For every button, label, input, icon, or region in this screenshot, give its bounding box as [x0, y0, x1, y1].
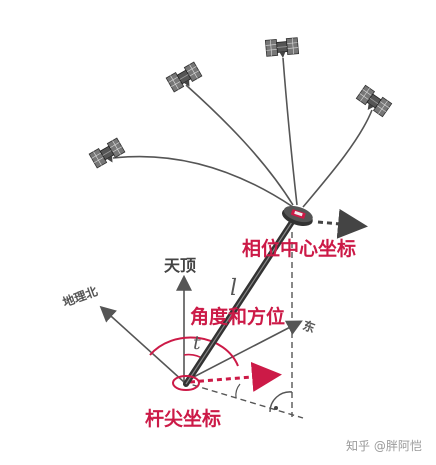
angle-azimuth-label: 角度和方位 — [190, 306, 286, 328]
ground-line — [182, 381, 304, 419]
east-axis — [183, 320, 303, 383]
phase-center-label: 相位中心坐标 — [242, 238, 357, 260]
tilt-label: t — [193, 332, 201, 354]
satellite-icon — [354, 84, 393, 120]
azimuth-arc — [149, 336, 239, 367]
pole-length-label: l — [230, 276, 238, 301]
zenith-label: 天顶 — [164, 256, 197, 275]
gnss-receiver-icon — [281, 205, 313, 226]
north-axis — [99, 305, 185, 383]
right-angle-arc — [269, 391, 293, 413]
projection-arrow — [189, 361, 282, 392]
watermark: 知乎 @胖阿恺 — [346, 439, 422, 453]
receiver-direction-arrow — [317, 208, 368, 239]
small-arc — [235, 383, 241, 399]
tip-label: 杆尖坐标 — [145, 408, 222, 430]
satellite-icon — [264, 37, 300, 60]
satellite-icon — [88, 137, 127, 172]
signal-curves — [112, 57, 373, 208]
satellite-icon — [165, 61, 204, 96]
tip-marker — [172, 375, 200, 391]
